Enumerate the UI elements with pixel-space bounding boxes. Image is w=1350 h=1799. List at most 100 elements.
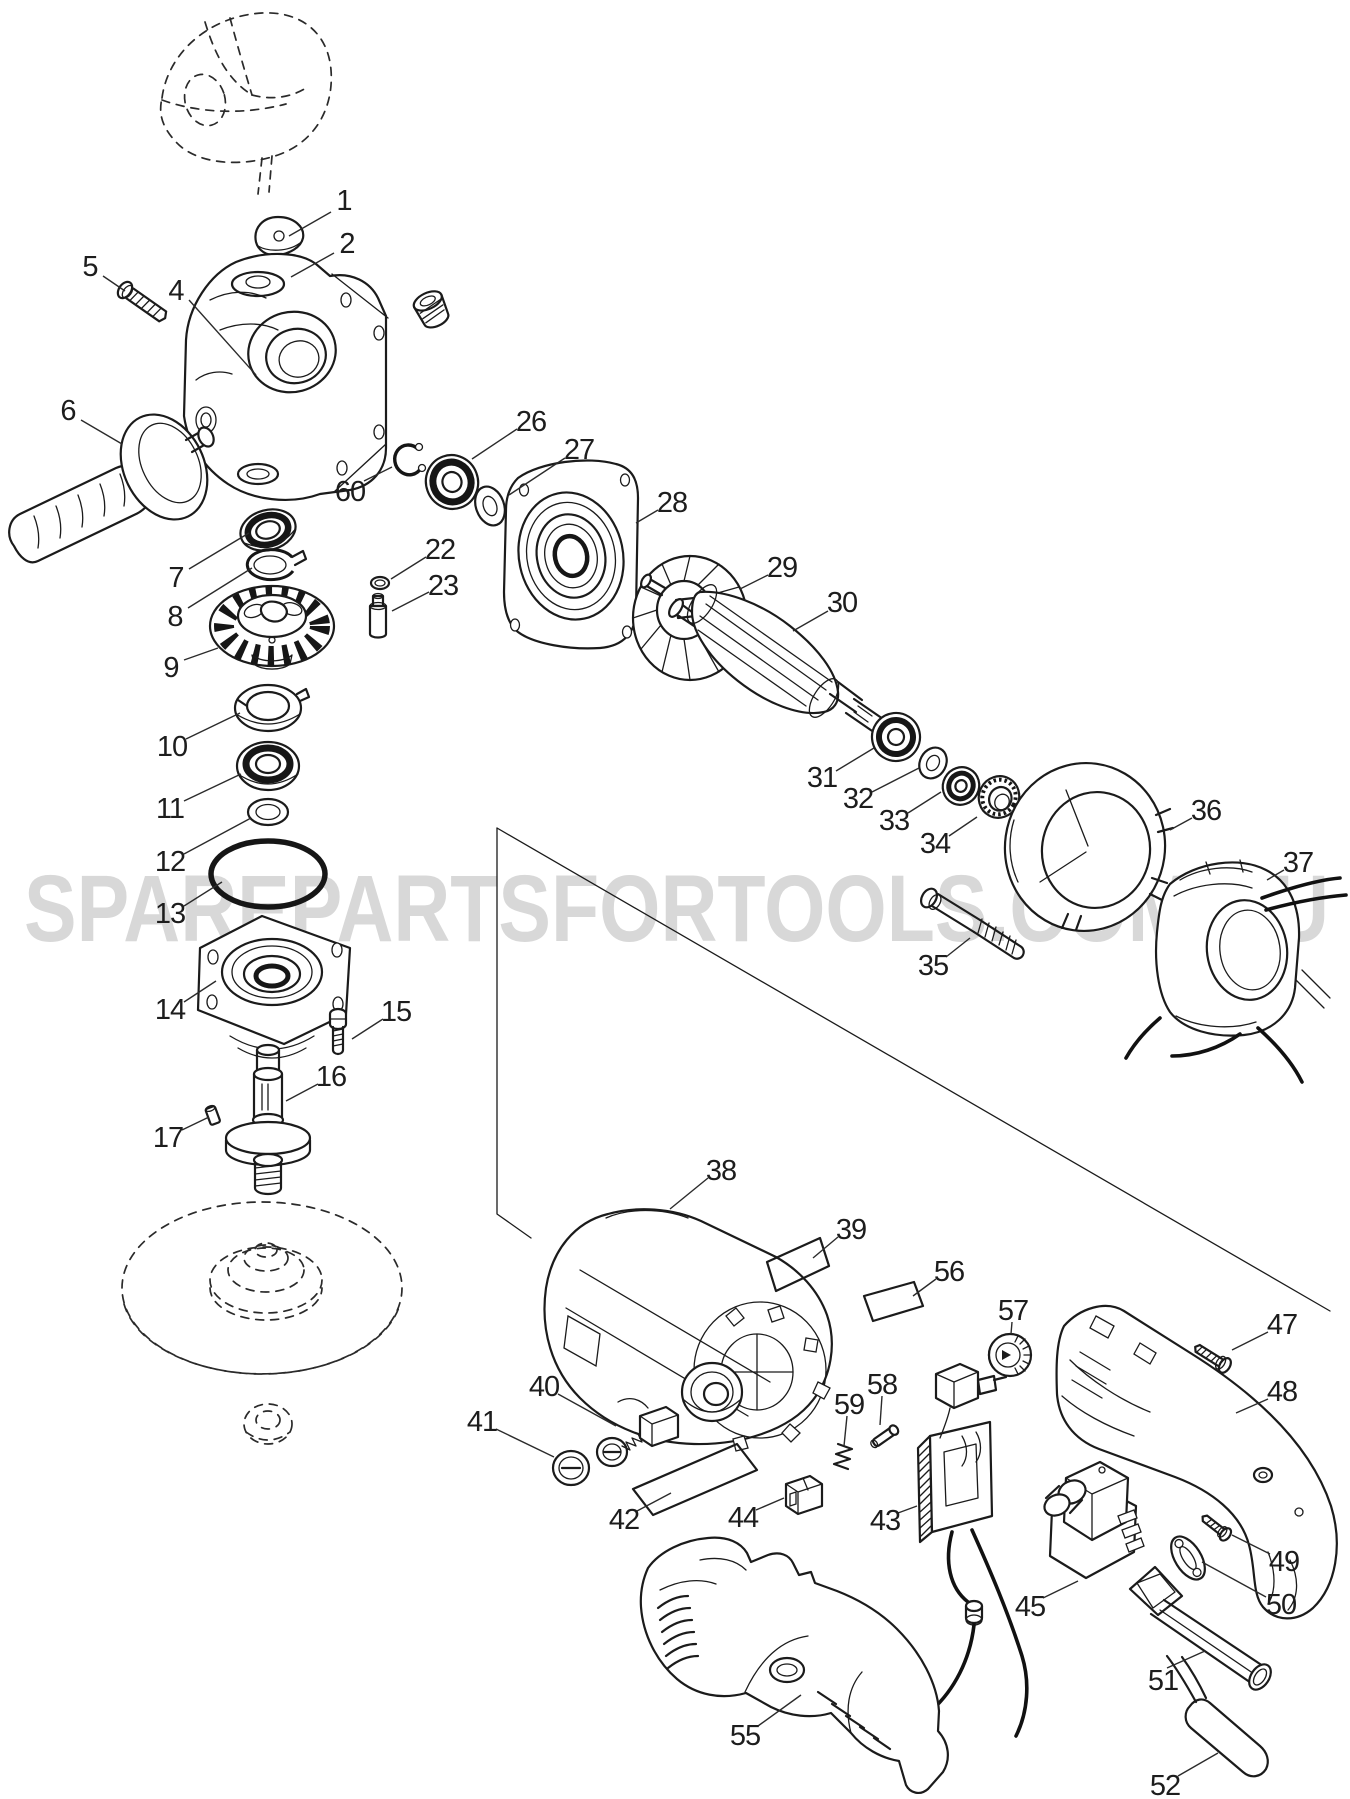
part-number-13: 13 [155,898,185,930]
part-9-bevel-gear [208,584,336,670]
part-number-42: 42 [609,1504,639,1536]
leader-line-42 [636,1492,672,1512]
leader-line-47 [1231,1331,1269,1351]
part-59-spring [832,1442,854,1471]
leader-line-51 [1166,1650,1206,1669]
leader-line-23 [391,591,430,612]
part-number-4: 4 [168,275,184,307]
part-number-11: 11 [156,793,184,825]
part-44-brush-holder [784,1474,824,1516]
backing-pad-dashed [121,1201,403,1375]
part-number-59: 59 [834,1389,864,1421]
leader-line-30 [792,610,829,632]
part-48-handle-cover [1055,1304,1338,1620]
part-39-name-plate [765,1236,831,1293]
part-number-8: 8 [167,601,182,633]
part-40-carbon-brush [595,1397,680,1468]
leader-line-43 [897,1505,918,1514]
part-number-12: 12 [155,846,185,878]
leader-line-2 [290,252,335,278]
part-number-56: 56 [934,1256,964,1288]
grease-plug [412,290,450,329]
leader-line-34 [948,816,978,837]
part-4-gear-housing [182,252,389,501]
part-number-35: 35 [918,950,948,982]
leader-line-7 [188,532,250,570]
leader-line-59 [843,1415,848,1447]
part-49-screw [1201,1514,1233,1542]
wheel-guard-dashed [159,12,333,195]
part-45-switch [1043,1460,1145,1580]
part-6-side-grip [8,413,215,564]
part-16-spindle [224,1043,312,1196]
part-14-bearing-retainer [196,914,352,1059]
part-number-49: 49 [1269,1546,1299,1578]
part-50-cord-clamp [1170,1535,1206,1581]
leader-line-28 [635,509,659,524]
part-number-17: 17 [153,1122,183,1154]
part-38-motor-housing [543,1208,833,1452]
part-number-30: 30 [827,587,857,619]
part-number-31: 31 [807,762,837,794]
part-15-screw [328,1007,348,1056]
connector-block [934,1362,1008,1410]
part-number-1: 1 [336,185,351,217]
leader-line-52 [1177,1752,1219,1777]
part-number-32: 32 [843,783,873,815]
part-number-5: 5 [82,251,97,283]
leader-line-32 [871,767,920,793]
part-number-10: 10 [157,731,187,763]
part-11-bearing [235,740,301,792]
lock-nut-dashed [243,1403,293,1445]
part-37-field [1124,859,1348,1084]
part-number-60: 60 [335,476,365,508]
part-57-dial [987,1332,1033,1378]
leader-line-13 [183,881,223,907]
leader-line-9 [183,647,219,661]
leader-line-14 [183,980,217,1003]
leader-line-36 [1169,817,1193,831]
leader-line-39 [812,1236,839,1259]
part-number-27: 27 [564,434,594,466]
part-17-key [204,1104,221,1126]
part-5-screw [116,280,168,323]
part-number-6: 6 [60,395,75,427]
leader-line-29 [739,574,769,590]
leader-line-22 [390,556,427,580]
leader-line-8 [187,567,253,609]
part-number-38: 38 [706,1155,736,1187]
part-number-48: 48 [1267,1376,1297,1408]
leader-line-4 [188,299,257,376]
part-number-47: 47 [1267,1309,1297,1341]
part-number-22: 22 [425,534,455,566]
section-frame-lines [496,827,1331,1312]
part-number-37: 37 [1283,847,1313,879]
leader-line-48 [1235,1398,1269,1414]
leader-line-6 [80,419,123,445]
part-51-cord-guard [1128,1565,1272,1691]
part-number-9: 9 [163,652,178,684]
part-number-16: 16 [316,1061,346,1093]
leader-line-49 [1231,1534,1271,1555]
part-32-washer [918,746,948,780]
part-13-o-ring [208,838,328,910]
leader-line-41 [495,1428,555,1458]
part-number-41: 41 [467,1406,497,1438]
part-56-label [862,1280,925,1323]
part-58-pin [870,1424,900,1449]
part-27-washer [474,485,506,527]
part-number-58: 58 [867,1369,897,1401]
part-35-bolt [919,887,1025,960]
part-number-26: 26 [516,406,546,438]
leader-line-40 [557,1393,617,1427]
leader-line-45 [1042,1580,1079,1599]
part-number-7: 7 [168,562,183,594]
part-55-housing-cover [639,1536,949,1795]
part-number-15: 15 [381,996,411,1028]
part-41-brush-cap [551,1449,591,1487]
part-26-bearing [424,454,480,510]
part-33-bearing [941,766,981,806]
leader-line-11 [183,773,242,802]
